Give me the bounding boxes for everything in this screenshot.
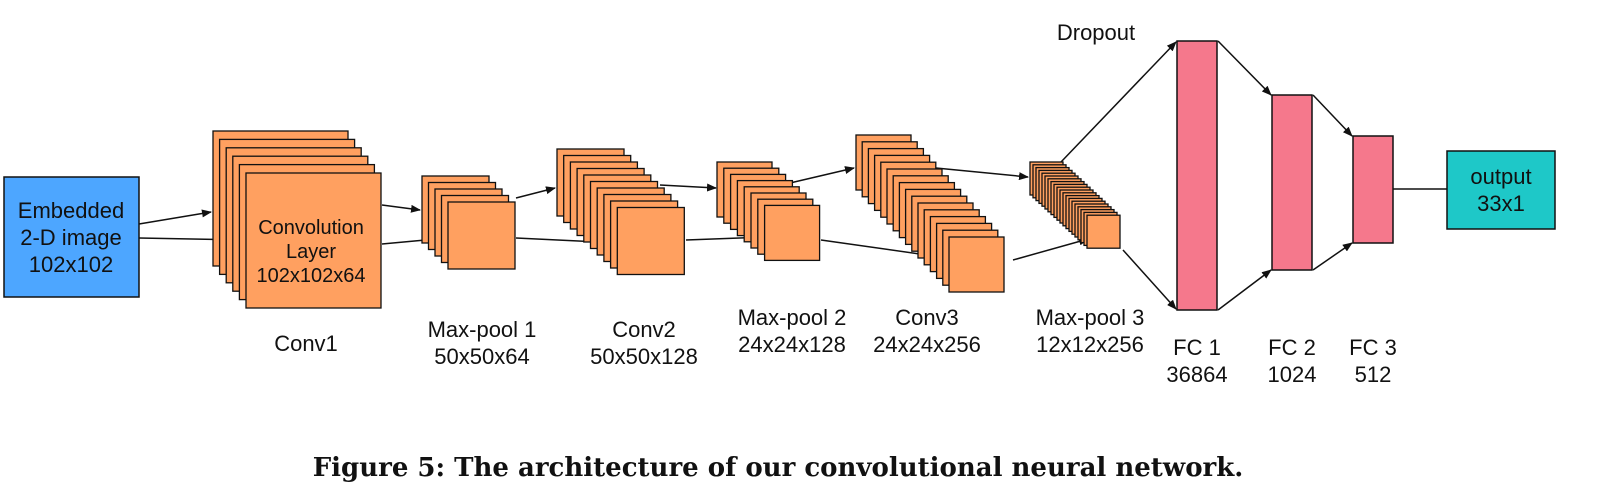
maxpool3-label: Max-pool 3 (1036, 305, 1145, 330)
maxpool1-label: Max-pool 1 (428, 317, 537, 342)
maxpool1-stack (421, 175, 516, 270)
arrow-pool1-to-conv2-top (515, 186, 556, 199)
maxpool1-feature-map (447, 201, 516, 270)
conv1-inner-line-2: Layer (286, 241, 336, 263)
fc1-bar (1176, 40, 1218, 311)
conv3-feature-map (948, 236, 1005, 293)
maxpool2-stack (716, 161, 821, 262)
conv3-label: Conv3 (895, 305, 959, 330)
conv1-inner-line-1: Convolution (258, 217, 364, 239)
input-box (3, 176, 140, 298)
output-line-2: 33x1 (1477, 191, 1525, 216)
arrow-fc1-to-fc2-top (1217, 40, 1272, 96)
maxpool2-dims: 24x24x128 (738, 332, 846, 357)
arrow-conv3-to-pool3-top (935, 167, 1029, 181)
conv2-dims: 50x50x128 (590, 344, 698, 369)
arrow-conv3-to-pool3 (1012, 237, 1089, 261)
fc2-bar (1271, 94, 1313, 271)
arrow-conv1-to-pool1-top (381, 204, 421, 213)
conv3-stack (855, 134, 1005, 293)
connection-arrows (138, 40, 1447, 311)
arrow-pool3-to-fc1-top (1060, 41, 1177, 163)
conv2-label: Conv2 (612, 317, 676, 342)
maxpool3-stack (1029, 161, 1121, 249)
fc3-size: 512 (1355, 362, 1392, 387)
maxpool3-feature-map (1086, 214, 1121, 249)
conv3-dims: 24x24x256 (873, 332, 981, 357)
arrow-fc1-to-fc2-bottom (1217, 269, 1272, 311)
input-line-3: 102x102 (29, 252, 113, 277)
input-line-2: 2-D image (20, 225, 121, 250)
maxpool2-label: Max-pool 2 (738, 305, 847, 330)
figure-caption: Figure 5: The architecture of our convol… (313, 453, 1244, 483)
dropout-label: Dropout (1057, 20, 1135, 45)
arrow-fc2-to-fc3-top (1312, 94, 1353, 137)
maxpool3-dims: 12x12x256 (1036, 332, 1144, 357)
conv2-feature-map (616, 206, 685, 276)
conv1-stack (212, 130, 382, 309)
output-box (1446, 150, 1556, 230)
fc3-label: FC 3 (1349, 335, 1397, 360)
arrow-conv2-to-pool2-top (659, 183, 717, 192)
conv1-inner-line-3: 102x102x64 (257, 265, 366, 287)
conv1-label: Conv1 (274, 331, 338, 356)
fc3-bar (1352, 135, 1394, 244)
input-block: Embedded 2-D image 102x102 (3, 176, 140, 298)
arrow-pool2-to-conv3-top (789, 166, 855, 184)
fc2-label: FC 2 (1268, 335, 1316, 360)
fc2-size: 1024 (1268, 362, 1317, 387)
conv1-feature-map (245, 172, 382, 309)
fc1-label: FC 1 (1173, 335, 1221, 360)
maxpool2-feature-map (763, 204, 821, 262)
input-line-1: Embedded (18, 198, 124, 223)
conv2-stack (556, 148, 685, 276)
output-line-1: output (1470, 164, 1531, 189)
arrow-input-to-conv1-top (138, 209, 212, 225)
arrow-fc2-to-fc3-bottom (1312, 242, 1353, 271)
fc1-size: 36864 (1166, 362, 1227, 387)
maxpool1-dims: 50x50x64 (434, 344, 529, 369)
arrow-pool3-to-fc1-bottom (1122, 249, 1177, 310)
